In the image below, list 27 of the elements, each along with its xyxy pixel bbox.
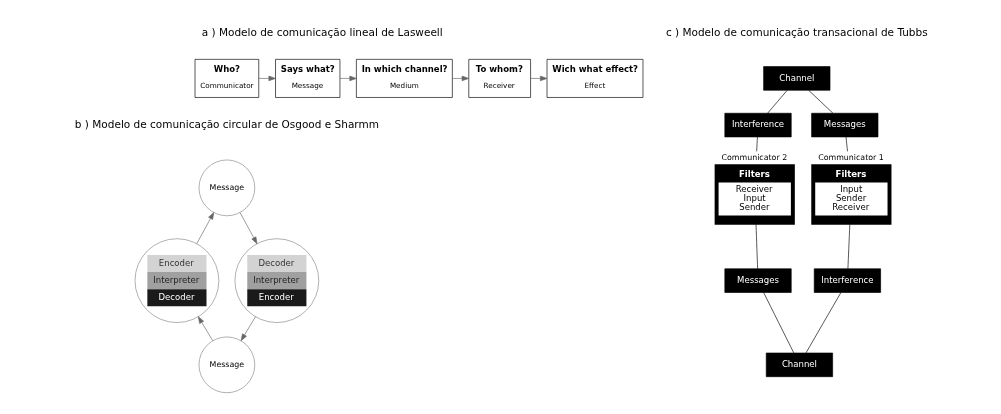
node-box: Filters Input Sender Receiver	[810, 164, 891, 225]
node-box: Messages	[810, 112, 878, 138]
label: c ) Modelo de comunicação transacional de Tubbs	[665, 25, 928, 38]
node-box: Interference	[724, 112, 792, 138]
connector	[847, 224, 850, 270]
arrow	[451, 75, 469, 82]
node-box: Interference	[813, 268, 881, 293]
connector	[755, 224, 758, 270]
arrow	[195, 212, 214, 245]
arrow	[529, 75, 547, 82]
connector	[755, 136, 758, 152]
connector	[807, 89, 833, 114]
arrow	[240, 316, 256, 341]
connector	[845, 136, 848, 152]
arrow	[239, 212, 257, 245]
node-box: Channel	[762, 66, 830, 91]
arrow	[197, 316, 213, 341]
connector	[762, 292, 794, 354]
node-box: Filters Receiver Input Sender	[714, 164, 795, 225]
label: b ) Modelo de comunicação circular de Osgood e Sharmm	[74, 117, 379, 130]
connector	[805, 292, 841, 354]
node-box: Channel	[765, 352, 833, 377]
arrow	[339, 75, 357, 82]
label: a ) Modelo de comunicação lineal de Lasweell	[201, 25, 443, 38]
connector	[766, 89, 788, 114]
arrow	[257, 75, 276, 82]
node-box: Messages	[724, 268, 792, 293]
